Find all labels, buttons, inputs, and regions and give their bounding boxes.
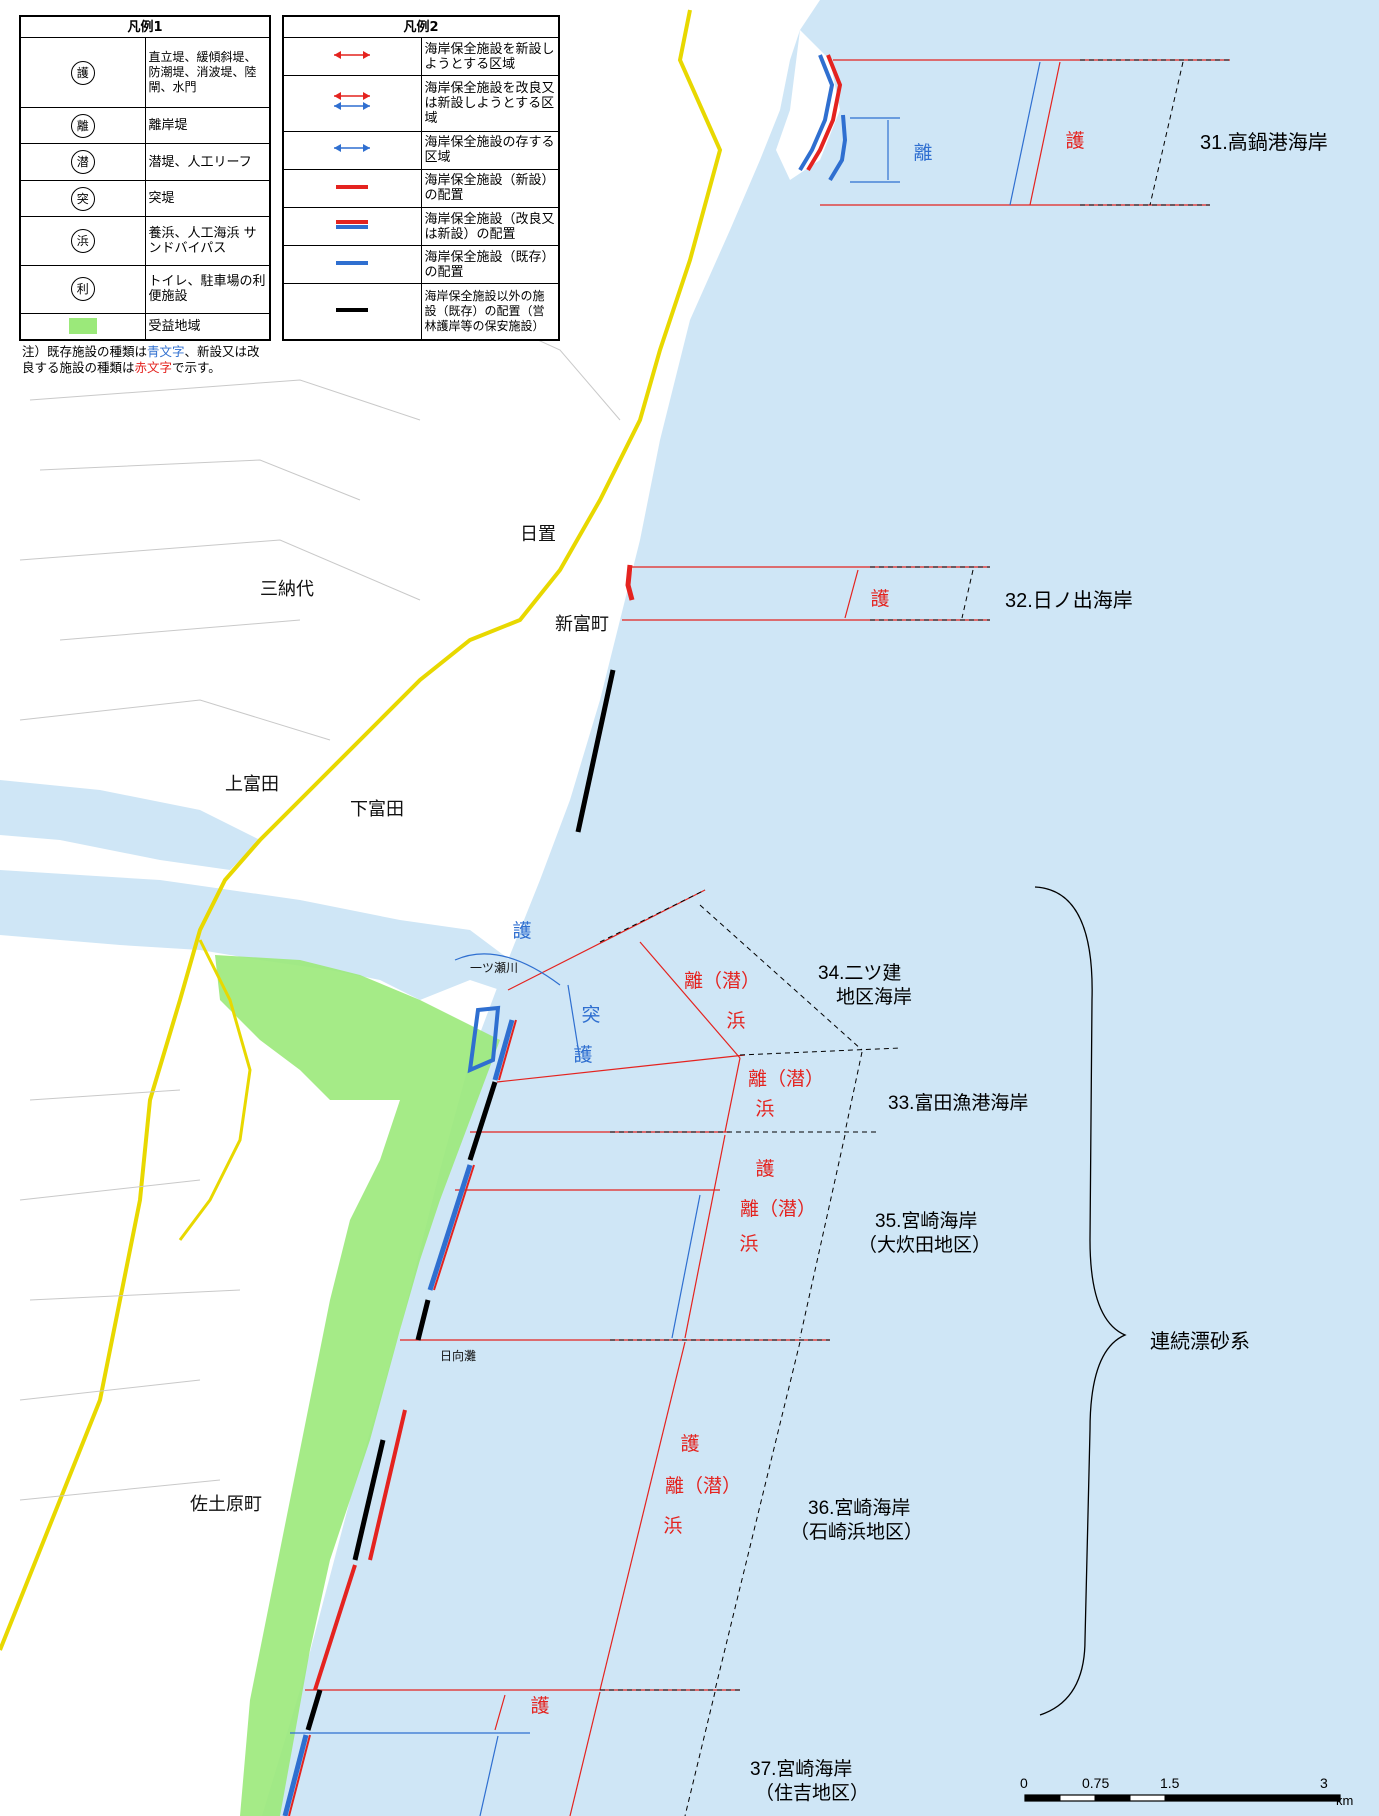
symbol-c33-red1: 離（潜） bbox=[748, 1068, 824, 1090]
note-middle: 、新設又は改良する施設の種類は bbox=[22, 344, 260, 375]
legend-2-label-4: 海岸保全施設（改良又は新設）の配置 bbox=[420, 207, 559, 247]
symbol-c35-red2: 離（潜） bbox=[740, 1198, 816, 1220]
legend-1-symbol-1: 離 bbox=[70, 113, 95, 138]
label-town5: 下富田 bbox=[350, 799, 404, 820]
legend-2-title: 凡例2 bbox=[283, 16, 559, 38]
legend-1-label-5: トイレ、駐車場の利便施設 bbox=[144, 264, 270, 314]
benefit-area bbox=[215, 955, 500, 1816]
legend-2-label-6: 海岸保全施設以外の施設（既存）の配置（営林護岸等の保安施設） bbox=[420, 283, 559, 340]
legend-1-label-2: 潜堤、人工リーフ bbox=[144, 143, 270, 181]
coast-31-lines bbox=[798, 54, 1230, 206]
scale-unit: km bbox=[1336, 1793, 1354, 1808]
legend-line-other bbox=[336, 308, 369, 313]
coast-32-lines bbox=[622, 564, 990, 621]
legend-2-label-1: 海岸保全施設を改良又は新設しようとする区域 bbox=[420, 75, 559, 132]
legend-arrow-improve bbox=[334, 92, 371, 111]
river-estuary bbox=[0, 870, 510, 1000]
legend-2-label-0: 海岸保全施設を新設しようとする区域 bbox=[420, 36, 559, 77]
legend-2: 凡例2 海岸保全施設を新設しようとする区域 海岸保全施設を改良又は新設しようとす… bbox=[282, 15, 560, 341]
symbol-c37-red1: 護 bbox=[530, 1695, 549, 1717]
label-town6: 佐土原町 bbox=[190, 1494, 262, 1515]
note-prefix: 注）既存施設の種類は bbox=[22, 344, 148, 359]
coast-37-label-a: 37.宮崎海岸 bbox=[750, 1759, 853, 1780]
legend-1-symbol-4: 浜 bbox=[70, 228, 95, 253]
coast-37-label-b: （住吉地区） bbox=[755, 1783, 870, 1804]
label-river1: 一ツ瀬川 bbox=[470, 961, 518, 975]
coast-36-label-a: 36.宮崎海岸 bbox=[808, 1498, 911, 1519]
scale-tick-1: 0.75 bbox=[1082, 1775, 1110, 1791]
legend-1-label-1: 離岸堤 bbox=[144, 107, 270, 145]
label-town4: 上富田 bbox=[225, 774, 279, 795]
label-town1: 新富町 bbox=[555, 614, 609, 635]
legend-arrow-new bbox=[334, 50, 371, 59]
label-river2: 日向灘 bbox=[440, 1348, 476, 1363]
note-blue: 青文字 bbox=[147, 344, 185, 359]
coast-32-label: 32.日ノ出海岸 bbox=[1005, 590, 1133, 612]
road-branch bbox=[178, 939, 252, 1241]
symbol-c36-red1: 護 bbox=[680, 1433, 699, 1455]
symbol-c31-blue: 離 bbox=[913, 142, 932, 164]
legend-1-title: 凡例1 bbox=[20, 16, 270, 38]
symbol-c36-red3: 浜 bbox=[663, 1515, 682, 1537]
legend-1: 凡例1 護 直立堤、緩傾斜堤、防潮堤、消波堤、陸閘、水門 離 離岸堤 潜 潜堤、… bbox=[19, 15, 271, 341]
benefit-area-swatch bbox=[68, 318, 97, 335]
legend-arrow-existing bbox=[334, 144, 371, 153]
legend-1-label-4: 養浜、人工海浜 サンドバイパス bbox=[144, 216, 270, 266]
shore-facilities bbox=[282, 1081, 498, 1816]
symbol-c32-red: 護 bbox=[870, 588, 889, 610]
symbol-c34-blue1: 突 bbox=[581, 1004, 600, 1026]
scale-tick-2: 1.5 bbox=[1160, 1775, 1180, 1791]
label-town2: 日置 bbox=[520, 524, 556, 545]
coast-34-label-b: 地区海岸 bbox=[836, 987, 913, 1008]
sediment-system-label: 連続漂砂系 bbox=[1150, 1331, 1250, 1353]
river-upper bbox=[0, 780, 260, 870]
legend-note: 注）既存施設の種類は青文字、新設又は改良する施設の種類は赤文字で示す。 bbox=[22, 344, 267, 376]
sediment-system-brace bbox=[1034, 886, 1127, 1716]
coast-35-lines bbox=[400, 1134, 846, 1341]
coast-33-lines bbox=[470, 1047, 901, 1133]
symbol-c34-red2: 浜 bbox=[726, 1010, 745, 1032]
scale-tick-0: 0 bbox=[1020, 1775, 1028, 1791]
legend-line-improve bbox=[336, 219, 369, 229]
coast-33-label: 33.富田漁港海岸 bbox=[888, 1093, 1029, 1114]
scale-bar bbox=[1024, 1794, 1341, 1802]
symbol-c34-red1: 離（潜） bbox=[684, 970, 760, 992]
legend-1-symbol-3: 突 bbox=[70, 186, 95, 211]
coast-36-lines bbox=[290, 1341, 801, 1816]
note-suffix: で示す。 bbox=[172, 360, 221, 375]
road-main bbox=[0, 9, 723, 1651]
legend-1-label-6: 受益地域 bbox=[144, 312, 270, 341]
legend-2-label-2: 海岸保全施設の存する区域 bbox=[420, 130, 559, 170]
coast-34-label-a: 34.二ツ建 bbox=[818, 963, 902, 984]
scale-tick-3: 3 bbox=[1320, 1775, 1328, 1791]
symbol-c35-red1: 護 bbox=[755, 1158, 774, 1180]
symbol-c36-red2: 離（潜） bbox=[665, 1475, 741, 1497]
coast-35-label-a: 35.宮崎海岸 bbox=[875, 1211, 978, 1232]
place-labels: 新富町 日置 三納代 上富田 下富田 佐土原町 一ツ瀬川 日向灘 bbox=[190, 524, 609, 1515]
coast-34-lines bbox=[454, 889, 863, 1081]
legend-1-symbol-2: 潜 bbox=[70, 150, 95, 175]
facility-symbol-group: 離 護 突 護 護 護 離（潜） 浜 離（潜） 浜 護 離（潜） 浜 護 離（潜… bbox=[512, 130, 1084, 1717]
symbol-river-blue: 護 bbox=[512, 920, 531, 942]
legend-1-label-0: 直立堤、緩傾斜堤、防潮堤、消波堤、陸閘、水門 bbox=[144, 36, 270, 109]
coast-35-label-b: （大炊田地区） bbox=[858, 1235, 992, 1256]
legend-2-label-3: 海岸保全施設（新設）の配置 bbox=[420, 168, 559, 209]
legend-line-existing bbox=[336, 261, 369, 266]
legend-1-symbol-0: 護 bbox=[70, 60, 95, 85]
note-red: 赤文字 bbox=[134, 360, 173, 375]
coast-31-label: 31.高鍋港海岸 bbox=[1200, 132, 1328, 154]
legend-2-label-5: 海岸保全施設（既存）の配置 bbox=[420, 245, 559, 285]
legend-line-new bbox=[336, 184, 369, 189]
symbol-c34-blue2: 護 bbox=[573, 1044, 592, 1066]
legend-1-symbol-5: 利 bbox=[70, 277, 95, 302]
other-facility-1 bbox=[575, 669, 616, 833]
symbol-c33-red2: 浜 bbox=[755, 1098, 774, 1120]
coast-36-label-b: （石崎浜地区） bbox=[790, 1522, 924, 1543]
label-town3: 三納代 bbox=[260, 579, 314, 600]
legend-1-label-3: 突堤 bbox=[144, 179, 270, 218]
symbol-c31-red: 護 bbox=[1065, 130, 1084, 152]
symbol-c35-red3: 浜 bbox=[739, 1233, 758, 1255]
